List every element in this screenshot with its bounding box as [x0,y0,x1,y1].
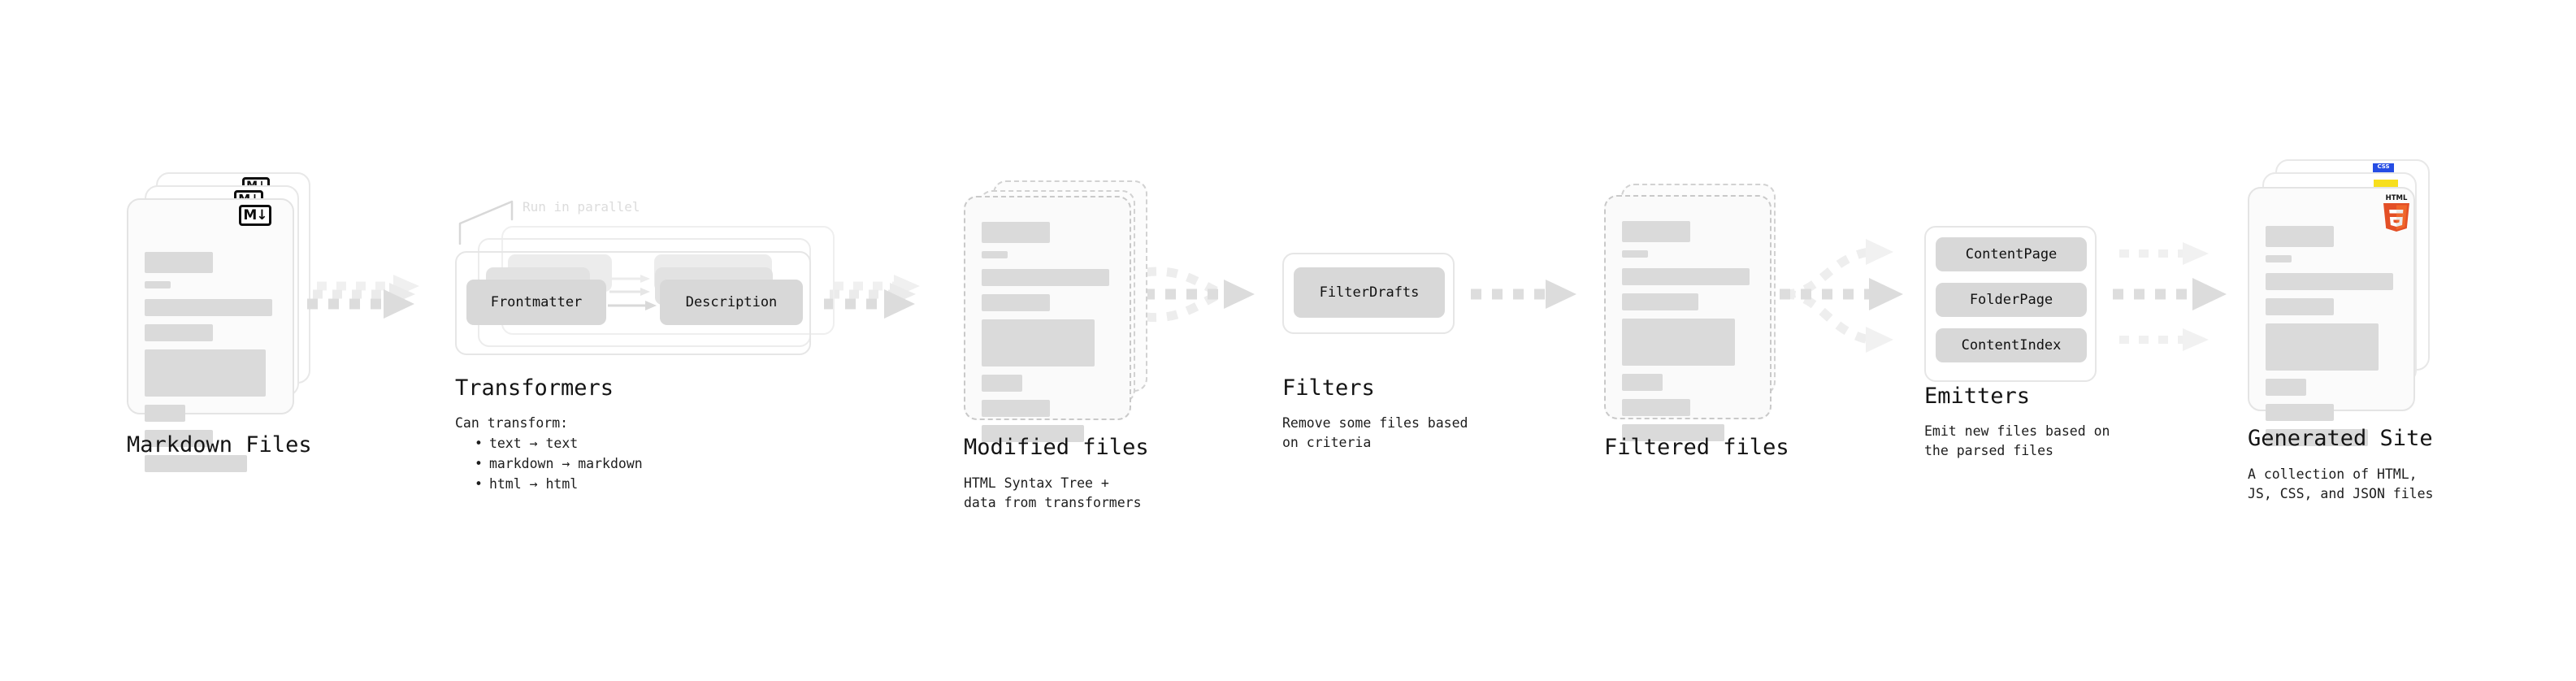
modified-card-front[interactable] [964,196,1131,442]
skeleton-bar [145,349,267,397]
skeleton-bar [982,269,1110,286]
list-item: text → text [475,434,643,454]
skeleton-bar [982,294,1051,311]
transformer-pill-frontmatter[interactable]: Frontmatter [466,280,606,325]
skeleton-bar [982,319,1095,367]
list-item: html → html [475,475,643,495]
skeleton-bar [2266,226,2335,247]
skeleton-bar [2266,298,2335,315]
stage-subtitle-emitters: Emit new files based on the parsed files [1924,423,2110,458]
stage-title-emitters: Emitters [1924,384,2031,409]
stage-subtitle-filters: Remove some files based on criteria [1282,415,1468,450]
skeleton-bar [1622,319,1736,366]
arrow-filters-to-filtered [1471,280,1576,309]
skeleton-bar [2266,379,2307,396]
transformer-pill-description[interactable]: Description [660,280,803,325]
skeleton-bar [2266,323,2379,371]
skeleton-bar [1622,424,1725,441]
arrow-modified-to-filters [1144,267,1255,323]
stage-title-filters: Filters [1282,375,1375,401]
stage-subtitle-transformers: Can transform: [455,415,569,431]
filter-pill-filterdrafts[interactable]: FilterDrafts [1294,267,1445,318]
skeleton-bar [1622,293,1698,310]
transformers-capability-list: text → text markdown → markdown html → h… [460,434,643,494]
skeleton-bar [982,222,1051,243]
list-item: markdown → markdown [475,454,643,475]
skeleton-bar [982,251,1008,258]
arrow-emitters-to-site [2113,242,2227,351]
stage-title-markdown: Markdown Files [127,432,312,458]
arrow-markdown-to-transformers [307,275,419,319]
skeleton-bar [982,425,1085,442]
skeleton-bar [145,455,248,472]
emitter-pill-folderpage[interactable]: FolderPage [1936,283,2087,317]
skeleton-bar [2266,273,2394,290]
skeleton-bar [145,430,214,447]
skeleton-bar [1622,250,1649,258]
site-card-front[interactable] [2248,187,2415,446]
emitter-pill-contentindex[interactable]: ContentIndex [1936,328,2087,362]
skeleton-bar [145,405,186,422]
filtered-card-front[interactable] [1604,195,1772,441]
stage-subtitle-modified: HTML Syntax Tree + data from transformer… [964,475,1142,510]
skeleton-bar [982,400,1051,417]
skeleton-bar [1622,268,1750,285]
skeleton-bar [2266,255,2292,262]
skeleton-bar [145,252,214,273]
skeleton-bar [2266,404,2335,421]
html5-badge: HTML [2379,192,2413,232]
stage-title-modified: Modified files [964,435,1149,460]
arrow-filtered-to-emitters [1780,239,1903,353]
css-badge: CSS [2373,163,2394,174]
markdown-card-front[interactable] [127,198,294,472]
stage-title-filtered: Filtered files [1604,435,1789,460]
skeleton-bar [145,324,214,341]
skeleton-bar [2266,429,2369,446]
run-in-parallel-label: Run in parallel [523,199,640,215]
transformer-inner-arrows [608,275,657,310]
emitter-pill-contentpage[interactable]: ContentPage [1936,237,2087,271]
stage-subtitle-site: A collection of HTML, JS, CSS, and JSON … [2248,466,2434,501]
skeleton-bar [145,281,171,288]
emitters-group[interactable] [1924,226,2097,382]
stage-title-transformers: Transformers [455,375,614,401]
run-in-parallel-bracket [458,200,514,245]
skeleton-bar [1622,399,1691,416]
skeleton-bar [982,375,1023,392]
transformer-group-front[interactable] [455,251,811,355]
filters-group[interactable] [1282,253,1455,334]
skeleton-bar [1622,221,1691,242]
markdown-badge-front: M↓ [239,205,271,226]
skeleton-bar [145,299,273,316]
stage-title-site: Generated Site [2248,426,2433,451]
svg-text:HTML: HTML [2386,194,2408,202]
arrow-transformers-to-modified [824,275,920,319]
skeleton-bar [1622,374,1663,391]
